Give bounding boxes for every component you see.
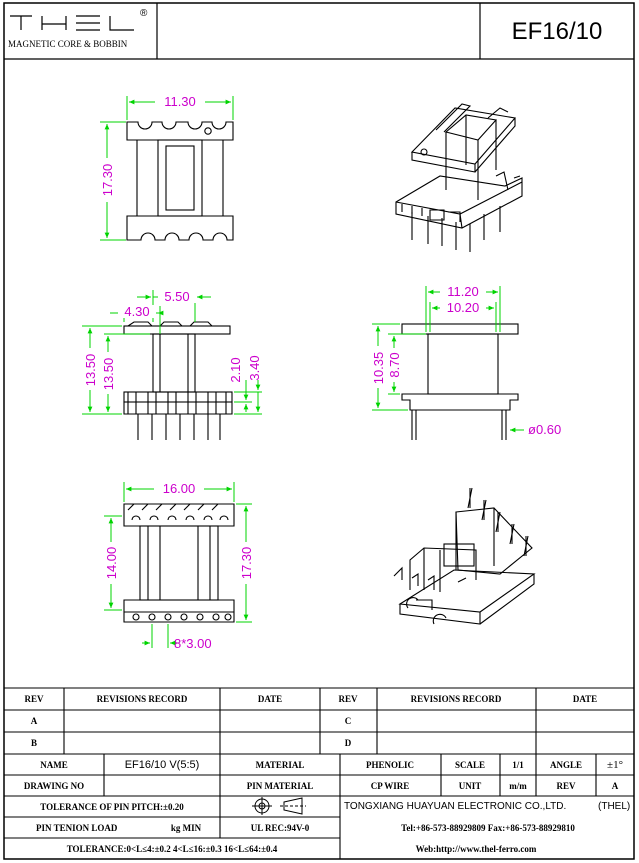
pin-tension-label: PIN TENION LOAD xyxy=(36,823,118,833)
rev-b: B xyxy=(31,738,37,748)
name-value: EF16/10 V(5:5) xyxy=(125,759,200,771)
dim-front-inner-width: 5.50 xyxy=(164,289,189,304)
contact-phone: Tel:+86-573-88929809 Fax:+86-573-8892981… xyxy=(401,823,575,833)
scale-value: 1/1 xyxy=(512,760,524,770)
rev-c: C xyxy=(345,716,352,726)
dim-top-height: 17.30 xyxy=(100,164,115,197)
header-revisions-record-2: REVISIONS RECORD xyxy=(411,694,502,704)
iso-view-top xyxy=(395,103,523,252)
dim-side-outer-width: 11.20 xyxy=(447,284,479,299)
unit-value: m/m xyxy=(509,781,527,791)
projection-symbol-icon xyxy=(252,797,306,815)
dim-top-width: 11.30 xyxy=(164,94,196,109)
dim-front-small-a: 2.10 xyxy=(228,357,243,382)
side-view xyxy=(401,323,519,440)
company-tagline: MAGNETIC CORE & BOBBIN xyxy=(8,39,128,49)
tolerance-general: TOLERANCE:0<L≤4:±0.2 4<L≤16:±0.3 16<L≤64… xyxy=(67,844,278,854)
dim-bottom-height-inner: 14.00 xyxy=(104,547,119,580)
bottom-view xyxy=(123,503,235,623)
header: ® MAGNETIC CORE & BOBBIN EF16/10 xyxy=(4,3,634,60)
dim-front-offset: 4.30 xyxy=(124,304,149,319)
name-label: NAME xyxy=(40,760,68,770)
header-date: DATE xyxy=(258,694,282,704)
material-label: MATERIAL xyxy=(256,760,305,770)
front-view-dimensions: 5.50 4.30 13.50 13.50 2.10 3.40 xyxy=(82,289,262,415)
drawing-no-label: DRAWING NO xyxy=(24,781,84,791)
scale-label: SCALE xyxy=(455,760,485,770)
rev-d: D xyxy=(345,738,352,748)
tolerance-pin-pitch: TOLERANCE OF PIN PITCH:±0.20 xyxy=(40,802,184,812)
part-number: EF16/10 xyxy=(512,18,603,45)
front-view xyxy=(123,321,233,440)
top-view xyxy=(126,121,234,241)
company-short: (THEL) xyxy=(598,801,630,812)
pin-tension-unit: kg MIN xyxy=(171,823,202,833)
header-rev: REV xyxy=(24,694,44,704)
dim-pin-pitch: 8*3.00 xyxy=(174,636,212,651)
material-value: PHENOLIC xyxy=(366,760,414,770)
side-view-dimensions: 11.20 10.20 10.35 8.70 ø0.60 xyxy=(370,284,561,437)
top-view-dimensions: 11.30 17.30 xyxy=(98,94,234,241)
header-revisions-record: REVISIONS RECORD xyxy=(97,694,188,704)
header-date-2: DATE xyxy=(573,694,597,704)
title-block-text: REV REVISIONS RECORD DATE REV REVISIONS … xyxy=(24,694,630,854)
thel-logo: ® MAGNETIC CORE & BOBBIN xyxy=(8,8,148,49)
pin-material-label: PIN MATERIAL xyxy=(247,781,314,791)
registered-mark: ® xyxy=(140,8,148,19)
bottom-view-dimensions: 16.00 14.00 17.30 8*3.00 xyxy=(103,481,254,651)
unit-label: UNIT xyxy=(459,781,482,791)
iso-view-bottom xyxy=(393,487,536,625)
rev-value: A xyxy=(612,781,619,791)
dim-side-height-a: 10.35 xyxy=(371,352,386,385)
dim-side-inner-width: 10.20 xyxy=(447,300,480,315)
sheet-border xyxy=(3,2,635,860)
header-rev-2: REV xyxy=(338,694,358,704)
dim-front-small-b: 3.40 xyxy=(247,355,262,380)
company-web: Web:http://www.thel-ferro.com xyxy=(416,844,537,854)
dim-pin-diameter: ø0.60 xyxy=(528,422,561,437)
dim-front-body-height: 13.50 xyxy=(101,358,116,391)
dim-side-height-b: 8.70 xyxy=(387,352,402,377)
angle-label: ANGLE xyxy=(550,760,582,770)
rev-label: REV xyxy=(556,781,576,791)
ul-rec: UL REC:94V-0 xyxy=(251,823,310,833)
dim-bottom-height-outer: 17.30 xyxy=(239,547,254,580)
angle-value: ±1° xyxy=(607,759,623,771)
title-block xyxy=(4,687,634,859)
rev-a: A xyxy=(31,716,38,726)
pin-material-value: CP WIRE xyxy=(371,781,410,791)
dim-front-total-height: 13.50 xyxy=(83,354,98,387)
dim-bottom-width: 16.00 xyxy=(163,481,196,496)
company-name: TONGXIANG HUAYUAN ELECTRONIC CO.,LTD. xyxy=(344,801,566,812)
